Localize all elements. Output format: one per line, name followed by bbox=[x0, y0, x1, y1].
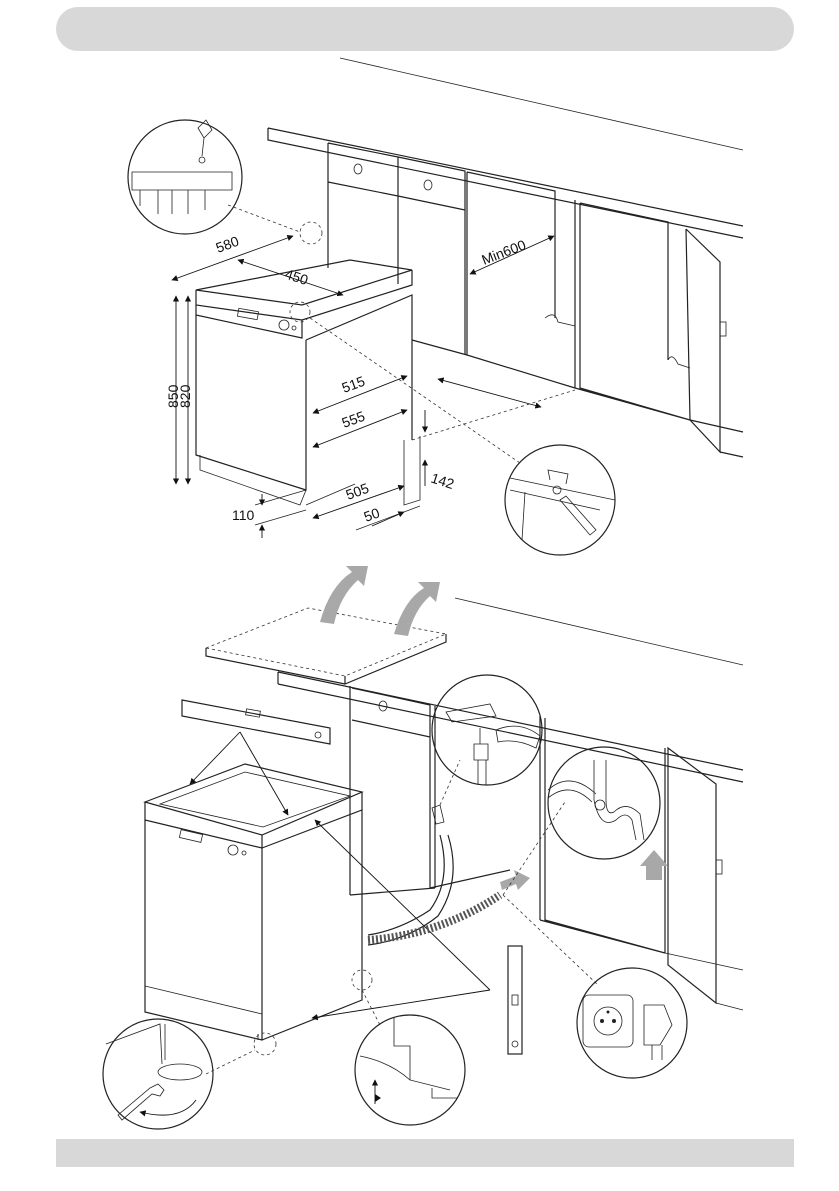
dim-515: 515 bbox=[340, 373, 368, 396]
top-illustration: Min600 580 450 850 820 515 555 bbox=[128, 58, 743, 555]
power-socket-icon bbox=[577, 968, 687, 1078]
dim-142: 142 bbox=[429, 470, 456, 493]
wrench-icon bbox=[103, 1019, 276, 1129]
screwdriver-icon bbox=[198, 120, 212, 163]
water-tap-icon bbox=[432, 675, 542, 785]
bottom-illustration bbox=[103, 566, 743, 1129]
dim-110: 110 bbox=[232, 507, 255, 523]
spirit-level-icon bbox=[182, 700, 330, 744]
dim-820: 820 bbox=[177, 384, 193, 408]
footer-bar bbox=[56, 1139, 794, 1167]
dim-580: 580 bbox=[214, 233, 242, 256]
dim-min600: Min600 bbox=[479, 236, 528, 267]
